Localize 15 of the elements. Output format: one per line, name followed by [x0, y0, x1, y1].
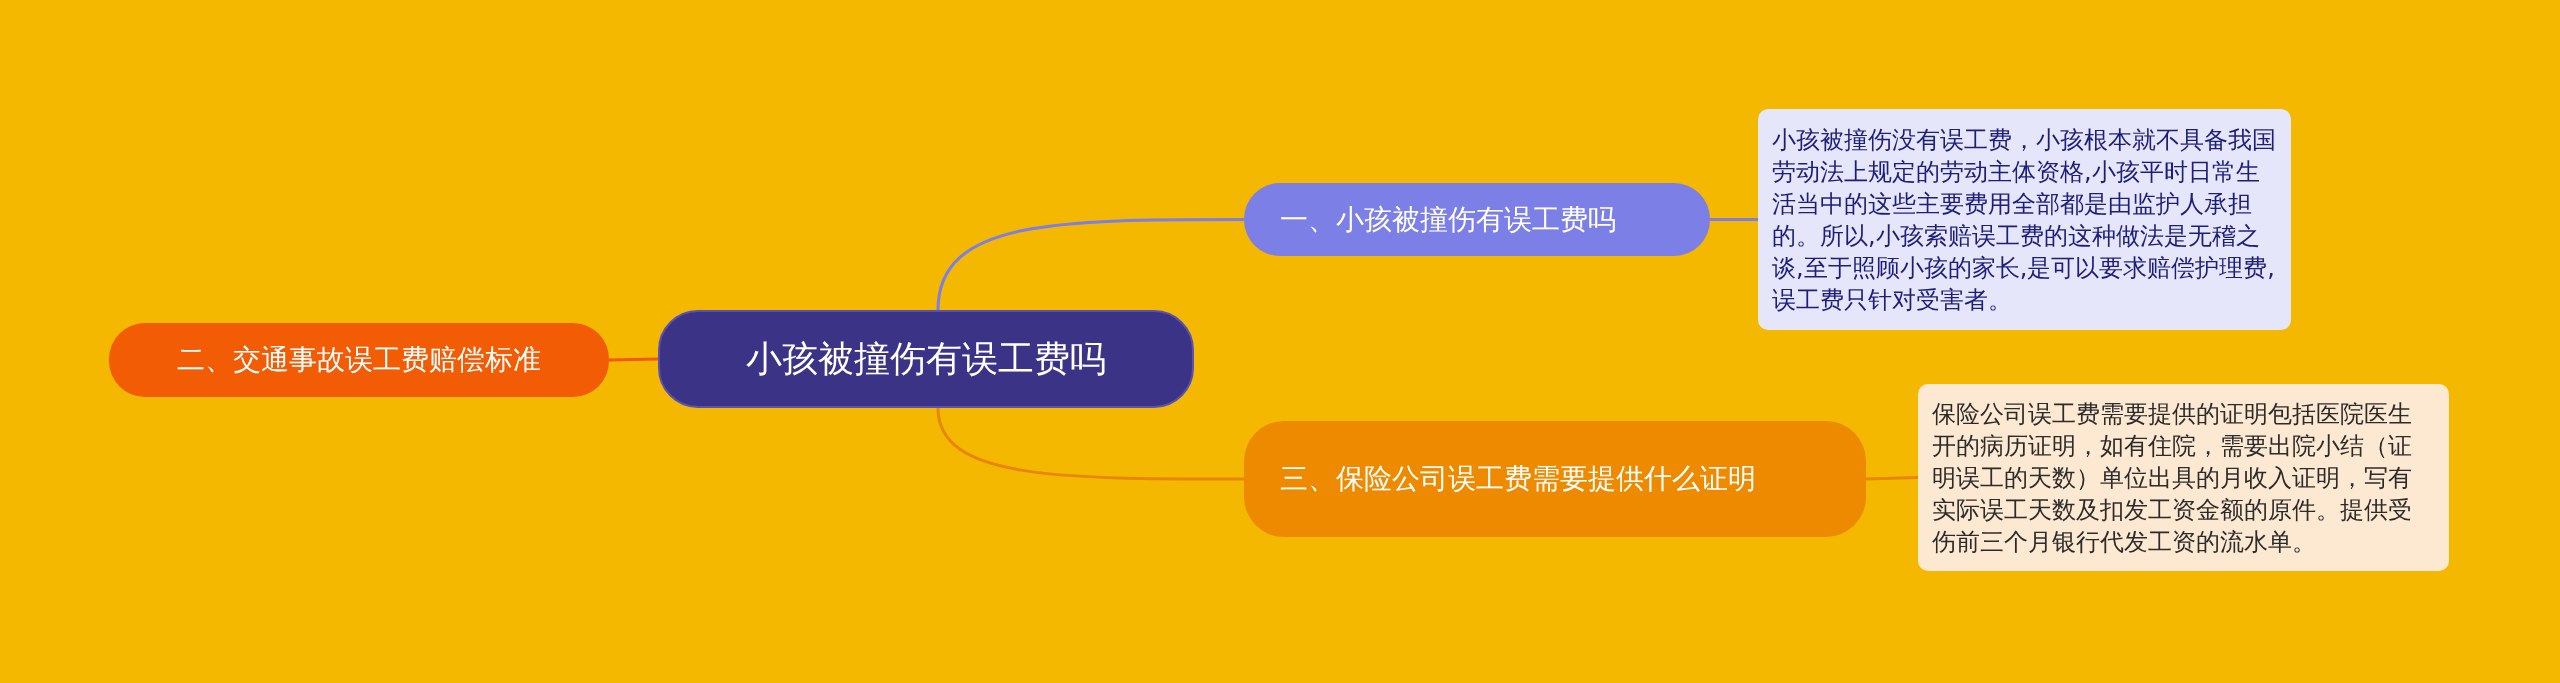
topic-text: 小孩被撞伤有误工费吗 [746, 336, 1106, 381]
topic-text: 二、交通事故误工费赔偿标准 [177, 342, 541, 378]
topic-text: 保险公司误工费需要提供的证明包括医院医生开的病历证明，如有住院，需要出院小结（证明误工的天数）单位出具的月收入证明，写有实际误工天数及扣发工资金额的原件。提供受伤前三个月银行代发工资的流水单。 [1932, 398, 2413, 558]
connector-line [936, 407, 1244, 481]
branch-topic [1244, 421, 1866, 537]
note-card [1758, 109, 2291, 330]
topic-text: 三、保险公司误工费需要提供什么证明 [1280, 461, 1756, 497]
connector-line [936, 218, 1244, 311]
connector-line [1710, 218, 1758, 221]
note-card [1918, 384, 2449, 571]
topic-text: 小孩被撞伤没有误工费，小孩根本就不具备我国劳动法上规定的劳动主体资格,小孩平时日常生活当中的这些主要费用全部都是由监护人承担的。所以,小孩索赔误工费的这种做法是无稽之谈,至于照顾小孩的家长,是可以要求赔偿护理费,误工费只针对受害者。 [1772, 124, 2277, 316]
connector-line [1865, 476, 1919, 481]
topic-text: 一、小孩被撞伤有误工费吗 [1280, 201, 1616, 238]
connector-line [608, 357, 659, 362]
central-topic [658, 310, 1194, 408]
